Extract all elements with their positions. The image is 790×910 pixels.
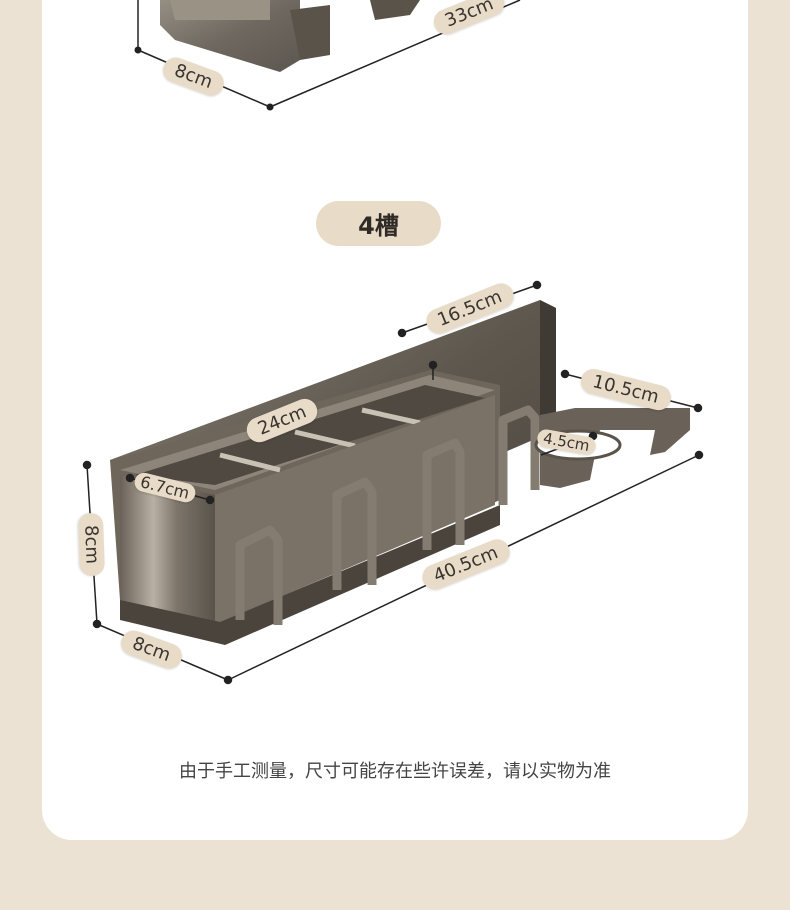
- measurement-disclaimer: 由于手工测量，尺寸可能存在些许误差，请以实物为准: [179, 761, 611, 782]
- section-title: 4槽: [316, 201, 441, 246]
- height-dimension: 8cm: [77, 512, 106, 577]
- main-product: [110, 300, 690, 645]
- dimension-lines: [82, 280, 704, 685]
